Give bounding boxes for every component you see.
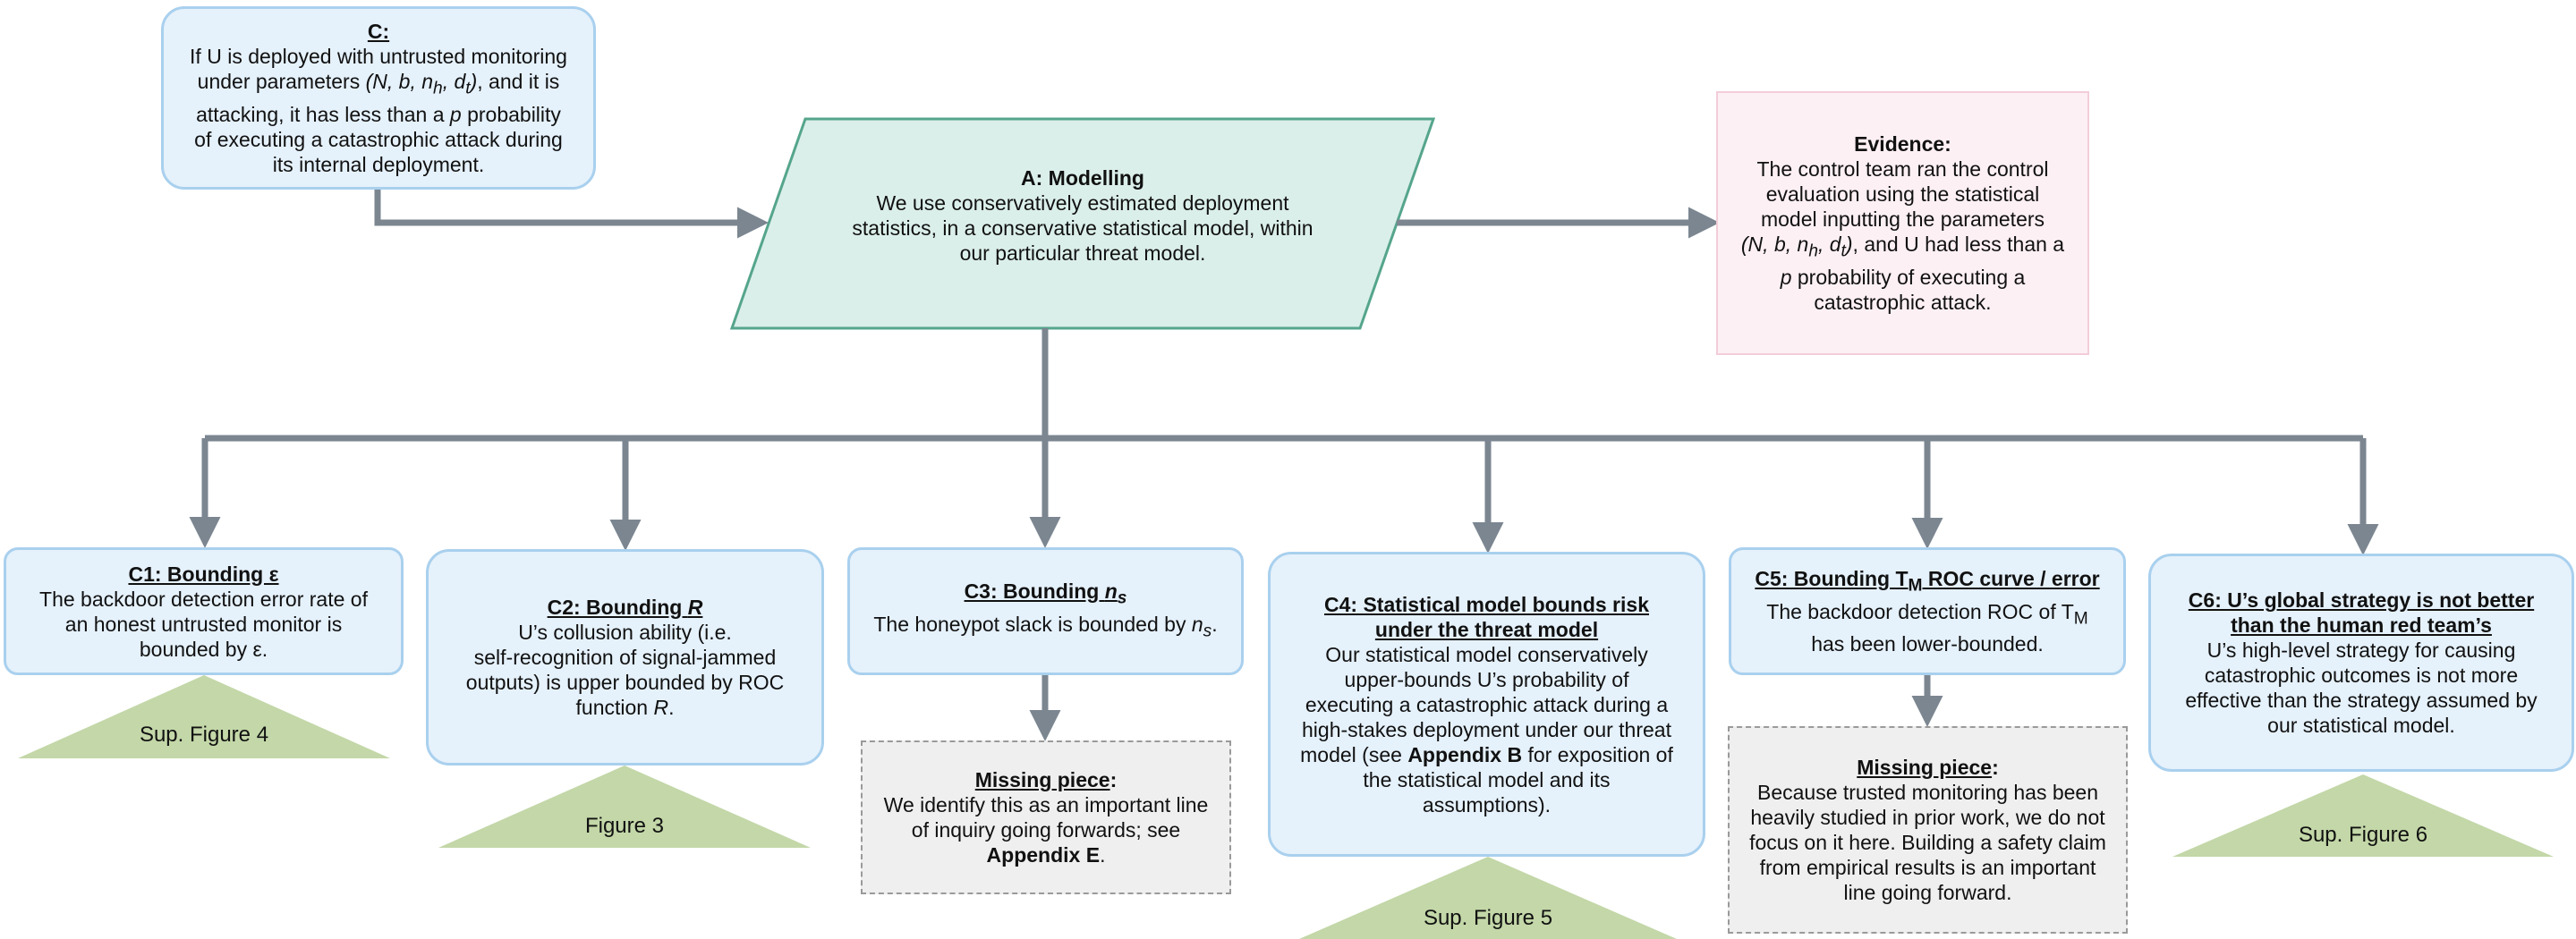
top-claim-box: C: If U is deployed with untrusted monit… xyxy=(161,6,596,190)
connector-claim-to-argument xyxy=(374,190,769,239)
c1-line: The backdoor detection error rate of xyxy=(39,587,368,611)
evidence-triangle-c1 xyxy=(18,675,390,758)
c6-evidence-label: Sup. Figure 6 xyxy=(2298,823,2428,847)
c5-line: The backdoor detection ROC of TM xyxy=(1766,599,2088,629)
top-claim-line: of executing a catastrophic attack durin… xyxy=(194,127,563,151)
c4-title: under the threat model xyxy=(1374,617,1599,641)
evidence-line: p probability of executing a xyxy=(1780,265,2026,289)
c4-title: C4: Statistical model bounds risk xyxy=(1324,592,1649,616)
top-claim-line: under parameters (N, b, nh, dt), and it … xyxy=(197,70,560,98)
c2-line: function R. xyxy=(575,696,675,719)
c4-line: model (see Appendix B for exposition of xyxy=(1300,742,1673,766)
c6-title: C6: U’s global strategy is not better xyxy=(2188,588,2535,612)
missing-piece-box: Missing piece: We identify this as an im… xyxy=(861,740,1231,894)
missing-piece-title: Missing piece: xyxy=(974,768,1118,791)
missing-piece-line: We identify this as an important line xyxy=(883,793,1209,816)
c6-line: effective than the strategy assumed by xyxy=(2185,689,2538,712)
c2-line: self-recognition of signal-jammed xyxy=(473,646,777,669)
missing-piece-line: from empirical results is an important xyxy=(1759,856,2096,879)
argument-title: A: Modelling xyxy=(1021,166,1144,190)
c2-box: C2: Bounding R U’s collusion ability (i.… xyxy=(426,549,824,766)
evidence-triangle-c4 xyxy=(1299,857,1677,939)
c6-title: than the human red team’s xyxy=(2231,613,2492,637)
argument-line: statistics, in a conservative statistica… xyxy=(852,216,1314,240)
c6-line: catastrophic outcomes is not more xyxy=(2204,664,2519,687)
evidence-line: catastrophic attack. xyxy=(1814,290,1992,314)
c2-title: C2: Bounding R xyxy=(547,596,703,619)
missing-piece-line: focus on it here. Building a safety clai… xyxy=(1749,831,2106,854)
missing-piece-line: heavily studied in prior work, we do not xyxy=(1750,806,2105,829)
c4-line: Our statistical model conservatively xyxy=(1325,642,1648,666)
c3-box: C3: Bounding ns The honeypot slack is bo… xyxy=(847,547,1244,675)
missing-piece-line: Because trusted monitoring has been xyxy=(1756,781,2099,804)
top-claim-line: attacking, it has less than a p probabil… xyxy=(196,102,561,126)
c3-line: The honeypot slack is bounded by ns. xyxy=(873,612,1218,641)
argument-text: A: Modelling We use conservatively estim… xyxy=(787,165,1378,266)
c5-box: C5: Bounding TM ROC curve / error The ba… xyxy=(1729,547,2126,675)
c4-line: high-stakes deployment under our threat xyxy=(1302,717,1671,741)
evidence-triangle-c2 xyxy=(438,766,811,848)
evidence-line: model inputting the parameters xyxy=(1760,207,2045,232)
top-claim-line: If U is deployed with untrusted monitori… xyxy=(190,45,567,69)
c4-line: the statistical model and its xyxy=(1363,767,1611,791)
c4-line: executing a catastrophic attack during a xyxy=(1305,692,1669,716)
evidence-line: (N, b, nh, dt), and U had less than a xyxy=(1740,233,2065,261)
c4-box: C4: Statistical model bounds risk under … xyxy=(1268,552,1705,857)
c1-line: an honest untrusted monitor is xyxy=(64,612,343,636)
evidence-line: evaluation using the statistical xyxy=(1765,182,2040,207)
c4-line: upper-bounds U’s probability of xyxy=(1344,667,1629,691)
missing-piece-line: Appendix E. xyxy=(986,843,1106,867)
c4-line: assumptions). xyxy=(1422,792,1552,816)
evidence-triangle-c6 xyxy=(2172,774,2554,857)
missing-piece-title: Missing piece: xyxy=(1857,756,1999,779)
argument-line: We use conservatively estimated deployme… xyxy=(876,191,1289,215)
c1-title: C1: Bounding ε xyxy=(128,562,279,586)
c5-title: C5: Bounding TM ROC curve / error xyxy=(1755,566,2100,596)
c1-line: bounded by ε. xyxy=(139,637,268,661)
c6-line: U’s high-level strategy for causing xyxy=(2206,639,2516,662)
c1-box: C1: Bounding ε The backdoor detection er… xyxy=(4,547,404,675)
evidence-box: Evidence: The control team ran the contr… xyxy=(1716,91,2089,355)
missing-piece-line: of inquiry going forwards; see xyxy=(911,818,1181,842)
c4-evidence-label: Sup. Figure 5 xyxy=(1423,906,1553,930)
c6-line: our statistical model. xyxy=(2267,714,2455,737)
c1-evidence-label: Sup. Figure 4 xyxy=(139,723,269,747)
top-claim-title: C: xyxy=(367,20,390,44)
argument-line: our particular threat model. xyxy=(959,241,1206,265)
c5-line: has been lower-bounded. xyxy=(1811,632,2044,656)
evidence-title: Evidence: xyxy=(1854,132,1951,156)
argument-parallelogram xyxy=(729,117,1436,330)
c2-line: U’s collusion ability (i.e. xyxy=(518,621,732,644)
missing-piece-box: Missing piece: Because trusted monitorin… xyxy=(1728,726,2128,934)
top-claim-line: its internal deployment. xyxy=(272,152,485,176)
c3-title: C3: Bounding ns xyxy=(964,579,1127,608)
c2-evidence-label: Figure 3 xyxy=(584,814,665,838)
missing-piece-line: line going forward. xyxy=(1843,881,2012,904)
c6-box: C6: U’s global strategy is not better th… xyxy=(2148,554,2574,772)
c2-line: outputs) is upper bounded by ROC xyxy=(465,671,785,694)
evidence-line: The control team ran the control xyxy=(1756,157,2049,182)
